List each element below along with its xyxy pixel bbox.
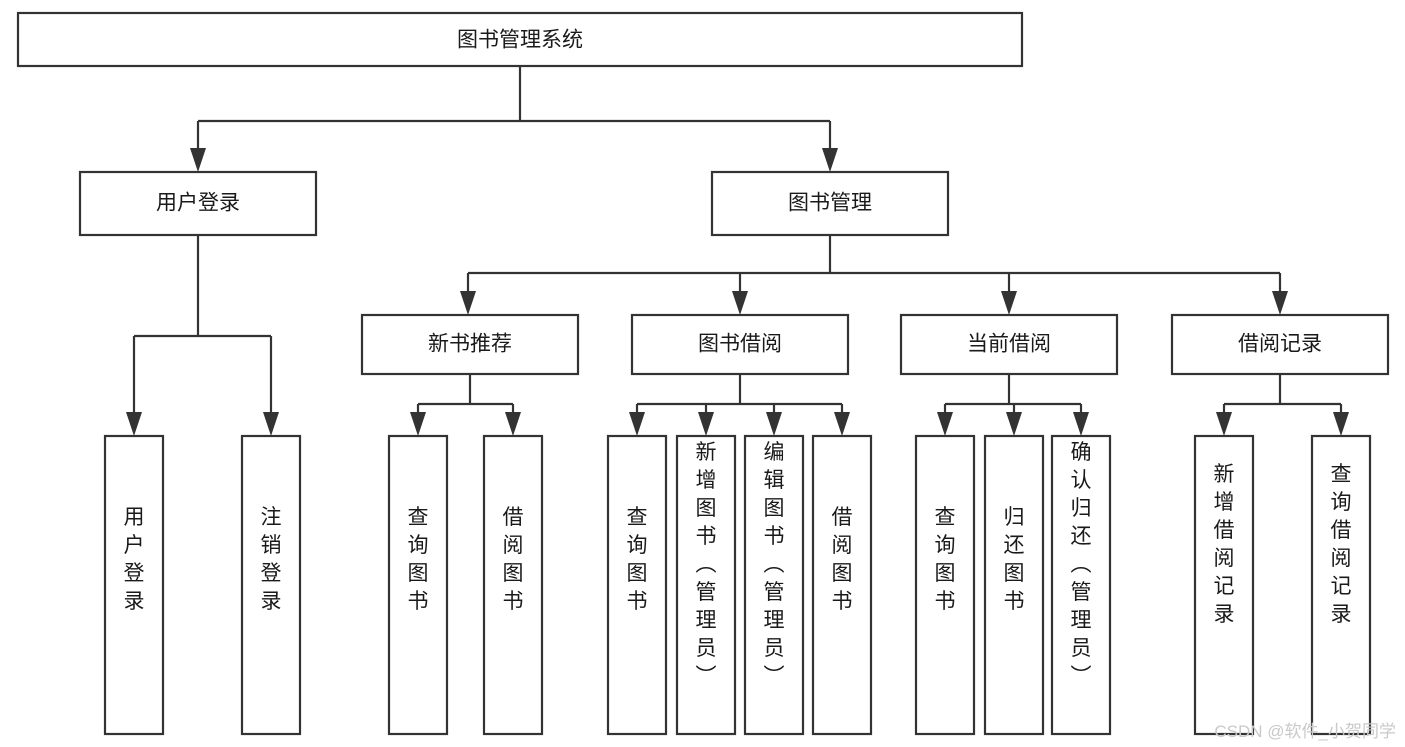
leaf-user-login-2[interactable]: 注销登录 [240,434,302,736]
node-borrow-record-label: 借阅记录 [1238,333,1322,356]
arrow-head-bookborrow-leaf4 [834,412,850,436]
leaf-book-borrow-4-label: 借阅图书 [832,506,853,613]
leaf-user-login-2-box[interactable] [240,434,302,736]
leaf-user-login-1[interactable]: 用户登录 [103,434,165,736]
leaf-new-book-2-label: 借阅图书 [503,506,524,613]
leaf-book-borrow-4[interactable]: 借阅图书 [811,434,873,736]
arrow-head-bookborrow-leaf1 [629,412,645,436]
arrow-head-newbook-leaf1 [410,412,426,436]
leaf-book-borrow-3[interactable]: 编辑图书︵管理员︶ [743,434,805,736]
leaf-user-login-1-box[interactable] [103,434,165,736]
leaf-new-book-1-label: 查询图书 [408,506,429,613]
leaf-borrow-record-2[interactable]: 查询借阅记录 [1310,434,1372,736]
node-user-login-box[interactable] [78,170,318,237]
node-root-system-box[interactable] [16,11,1024,68]
leaf-book-borrow-2[interactable]: 新增图书︵管理员︶ [675,434,737,736]
node-current-borrow[interactable]: 当前借阅 [899,313,1119,376]
connector-group-userlogin [126,235,279,436]
node-borrow-record[interactable]: 借阅记录 [1170,313,1390,376]
node-user-login-label: 用户登录 [156,192,240,215]
leaf-book-borrow-4-box[interactable] [811,434,873,736]
leaf-current-borrow-3-label: 确认归还︵管理员︶ [1071,441,1092,688]
arrow-head-currentborrow-leaf2 [1006,412,1022,436]
leaf-new-book-1-box[interactable] [387,434,449,736]
arrow-head-bookborrow-leaf2 [698,412,714,436]
leaf-book-borrow-3-label: 编辑图书︵管理员︶ [764,441,785,688]
arrow-head-borrowrecord-leaf2 [1333,412,1349,436]
node-book-borrow[interactable]: 图书借阅 [630,313,850,376]
leaf-new-book-2[interactable]: 借阅图书 [482,434,544,736]
node-current-borrow-box[interactable] [899,313,1119,376]
leaf-book-borrow-2-label: 新增图书︵管理员︶ [696,441,717,688]
node-user-login[interactable]: 用户登录 [78,170,318,237]
node-new-book-recommend[interactable]: 新书推荐 [360,313,580,376]
leaf-current-borrow-1-label: 查询图书 [935,506,956,613]
leaf-book-borrow-1[interactable]: 查询图书 [606,434,668,736]
arrow-head-leaf-logout [263,412,279,436]
connector-group-bookmgmt [460,235,1288,315]
node-borrow-record-box[interactable] [1170,313,1390,376]
arrow-head-newbook [460,291,476,315]
connector-group-bookborrow [629,374,850,436]
arrow-head-record [1272,291,1288,315]
node-new-book-recommend-box[interactable] [360,313,580,376]
leaf-book-borrow-2-box[interactable] [675,434,737,736]
node-book-borrow-box[interactable] [630,313,850,376]
node-root-system-label: 图书管理系统 [457,29,583,52]
node-book-management-box[interactable] [710,170,950,237]
connector-group-root [190,66,838,172]
leaf-current-borrow-2-label: 归还图书 [1004,506,1025,613]
arrow-head-borrow [732,291,748,315]
leaf-user-login-1-label: 用户登录 [124,506,145,613]
arrow-head-currentborrow-leaf1 [937,412,953,436]
leaf-new-book-2-box[interactable] [482,434,544,736]
arrow-head-newbook-leaf2 [505,412,521,436]
arrow-head-bookmgmt [822,148,838,172]
arrow-head-borrowrecord-leaf1 [1216,412,1232,436]
leaf-book-borrow-1-box[interactable] [606,434,668,736]
leaf-book-borrow-3-box[interactable] [743,434,805,736]
leaf-user-login-2-label: 注销登录 [261,506,282,613]
leaf-borrow-record-1-box[interactable] [1193,434,1255,736]
connector-group-borrowrecord [1216,374,1349,436]
leaf-current-borrow-3-box[interactable] [1050,434,1112,736]
arrow-head-leaf-user-login [126,412,142,436]
node-book-management[interactable]: 图书管理 [710,170,950,237]
arrow-head-userlogin [190,148,206,172]
leaf-current-borrow-1-box[interactable] [914,434,976,736]
node-root-system[interactable]: 图书管理系统 [16,11,1024,68]
node-book-borrow-label: 图书借阅 [698,333,782,356]
leaf-borrow-record-2-box[interactable] [1310,434,1372,736]
leaf-current-borrow-2[interactable]: 归还图书 [983,434,1045,736]
leaf-current-borrow-2-box[interactable] [983,434,1045,736]
connector-group-newbook [410,374,521,436]
node-book-management-label: 图书管理 [788,192,872,215]
leaf-new-book-1[interactable]: 查询图书 [387,434,449,736]
arrow-head-currentborrow-leaf3 [1073,412,1089,436]
node-new-book-recommend-label: 新书推荐 [428,333,512,356]
leaf-current-borrow-3[interactable]: 确认归还︵管理员︶ [1050,434,1112,736]
leaf-borrow-record-1[interactable]: 新增借阅记录 [1193,434,1255,736]
leaf-current-borrow-1[interactable]: 查询图书 [914,434,976,736]
leaf-borrow-record-1-label: 新增借阅记录 [1214,463,1235,626]
arrow-head-bookborrow-leaf3 [766,412,782,436]
csdn-watermark: CSDN @软件_小贺同学 [1214,722,1396,741]
node-current-borrow-label: 当前借阅 [967,333,1051,356]
connector-group-currentborrow [937,374,1089,436]
arrow-head-current [1001,291,1017,315]
leaf-borrow-record-2-label: 查询借阅记录 [1331,463,1352,626]
leaf-book-borrow-1-label: 查询图书 [627,506,648,613]
